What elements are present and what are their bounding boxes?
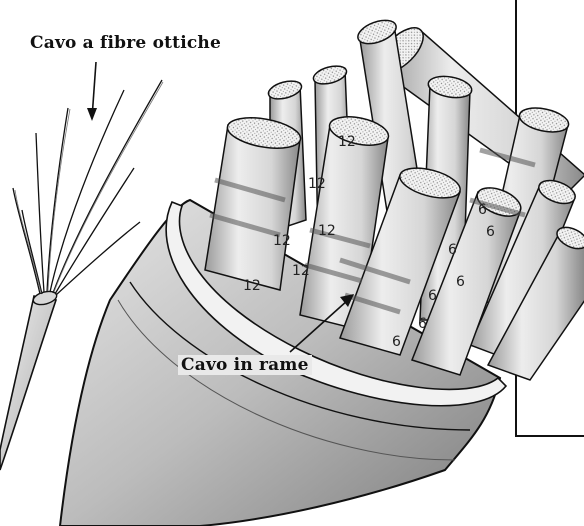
copper-cable [60, 16, 584, 526]
marking-6: 6 [478, 202, 487, 218]
marking-12: 12 [243, 278, 261, 294]
marking-6: 6 [456, 274, 465, 290]
marking-6: 6 [486, 224, 495, 240]
marking-6: 6 [418, 316, 427, 332]
marking-12: 12 [318, 223, 336, 239]
marking-12: 12 [273, 233, 291, 249]
fiber-cable-jacket [0, 296, 56, 470]
marking-6: 6 [428, 288, 437, 304]
marking-12: 12 [308, 176, 326, 192]
marking-6: 6 [392, 334, 401, 350]
marking-6: 6 [448, 242, 457, 258]
marking-12: 12 [292, 263, 310, 279]
marking-12: 12 [338, 134, 356, 150]
fiber-optic-label: Cavo a fibre ottiche [30, 33, 221, 53]
copper-cable-label: Cavo in rame [178, 355, 312, 375]
